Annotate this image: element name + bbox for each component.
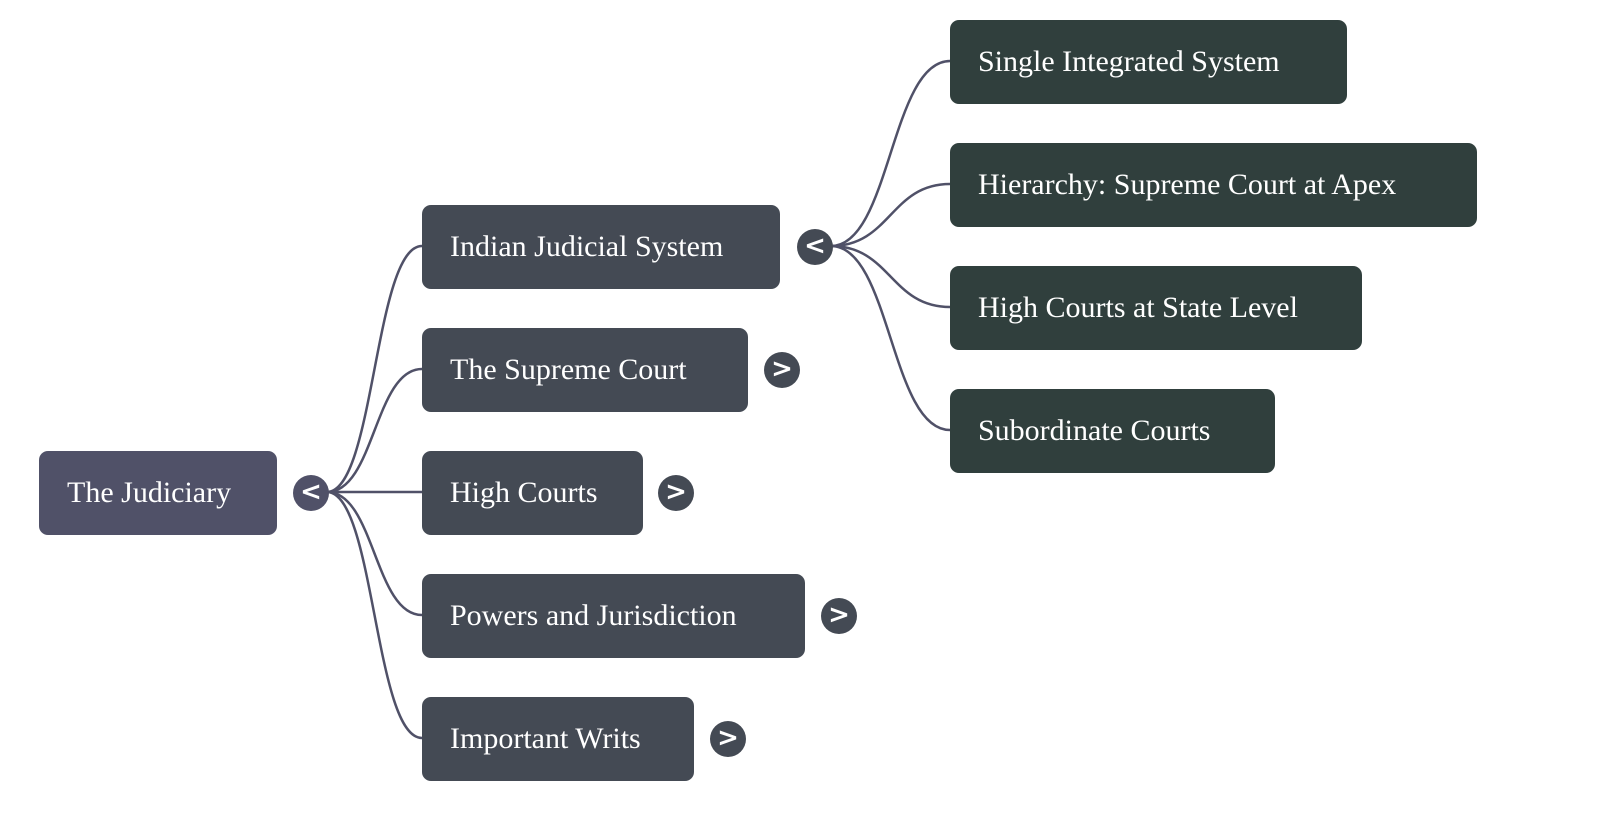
root-branch-link (326, 490, 423, 740)
branch-leaf-link (830, 182, 951, 248)
branch-expand-toggle[interactable]: > (710, 721, 746, 757)
leaf-label: High Courts at State Level (978, 291, 1298, 324)
root-node[interactable]: The Judiciary (39, 451, 277, 535)
leaf-node[interactable]: Hierarchy: Supreme Court at Apex (950, 143, 1477, 227)
branch-node[interactable]: Powers and Jurisdiction (422, 574, 805, 658)
branch-label: Important Writs (450, 722, 641, 755)
branch-leaf-link (830, 244, 951, 432)
root-label: The Judiciary (67, 476, 232, 509)
leaf-label: Hierarchy: Supreme Court at Apex (978, 168, 1397, 201)
leaf-node[interactable]: Subordinate Courts (950, 389, 1275, 473)
branch-leaf-link (830, 244, 951, 309)
branch-expand-toggle[interactable]: > (821, 598, 857, 634)
branch-label: The Supreme Court (450, 353, 687, 386)
branch-label: Indian Judicial System (450, 230, 724, 263)
branch-node[interactable]: Important Writs (422, 697, 694, 781)
branch-expand-toggle[interactable]: > (658, 475, 694, 511)
branch-node[interactable]: High Courts (422, 451, 643, 535)
leaf-label: Single Integrated System (978, 45, 1280, 78)
branch-leaf-link (830, 59, 951, 248)
branch-expand-toggle[interactable]: > (764, 352, 800, 388)
branch-label: High Courts (450, 476, 598, 509)
root-branch-link (326, 490, 423, 617)
branch-label: Powers and Jurisdiction (450, 599, 737, 632)
branch-node[interactable]: The Supreme Court (422, 328, 748, 412)
root-branch-link (326, 244, 423, 494)
root-collapse-toggle[interactable]: < (293, 475, 329, 511)
branch-node[interactable]: Indian Judicial System (422, 205, 780, 289)
leaf-label: Subordinate Courts (978, 414, 1211, 447)
root-branch-link (326, 367, 423, 494)
leaf-node[interactable]: High Courts at State Level (950, 266, 1362, 350)
branch-collapse-toggle[interactable]: < (797, 229, 833, 265)
leaf-node[interactable]: Single Integrated System (950, 20, 1347, 104)
